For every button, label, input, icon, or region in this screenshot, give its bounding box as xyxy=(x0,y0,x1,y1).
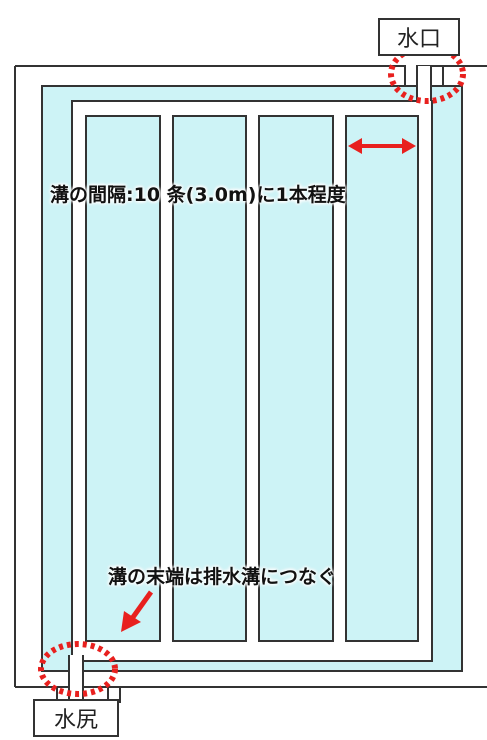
connect-arrow-icon xyxy=(121,590,154,632)
outlet-channel xyxy=(69,655,83,702)
field-strip xyxy=(172,115,247,642)
field-strip xyxy=(258,115,334,642)
field-strip xyxy=(345,115,419,642)
outlet-label: 水尻 xyxy=(33,699,119,737)
field-strip xyxy=(85,115,161,642)
spacing-arrow-icon xyxy=(348,138,416,154)
inlet-channel xyxy=(417,66,431,102)
inlet-label: 水口 xyxy=(378,18,460,56)
outlet-highlight xyxy=(38,641,118,697)
connect-annotation: 溝の末端は排水溝につなぐ xyxy=(108,566,337,588)
spacing-annotation: 溝の間隔:10 条(3.0m)に1本程度 xyxy=(50,184,346,206)
inlet-highlight xyxy=(388,44,466,104)
